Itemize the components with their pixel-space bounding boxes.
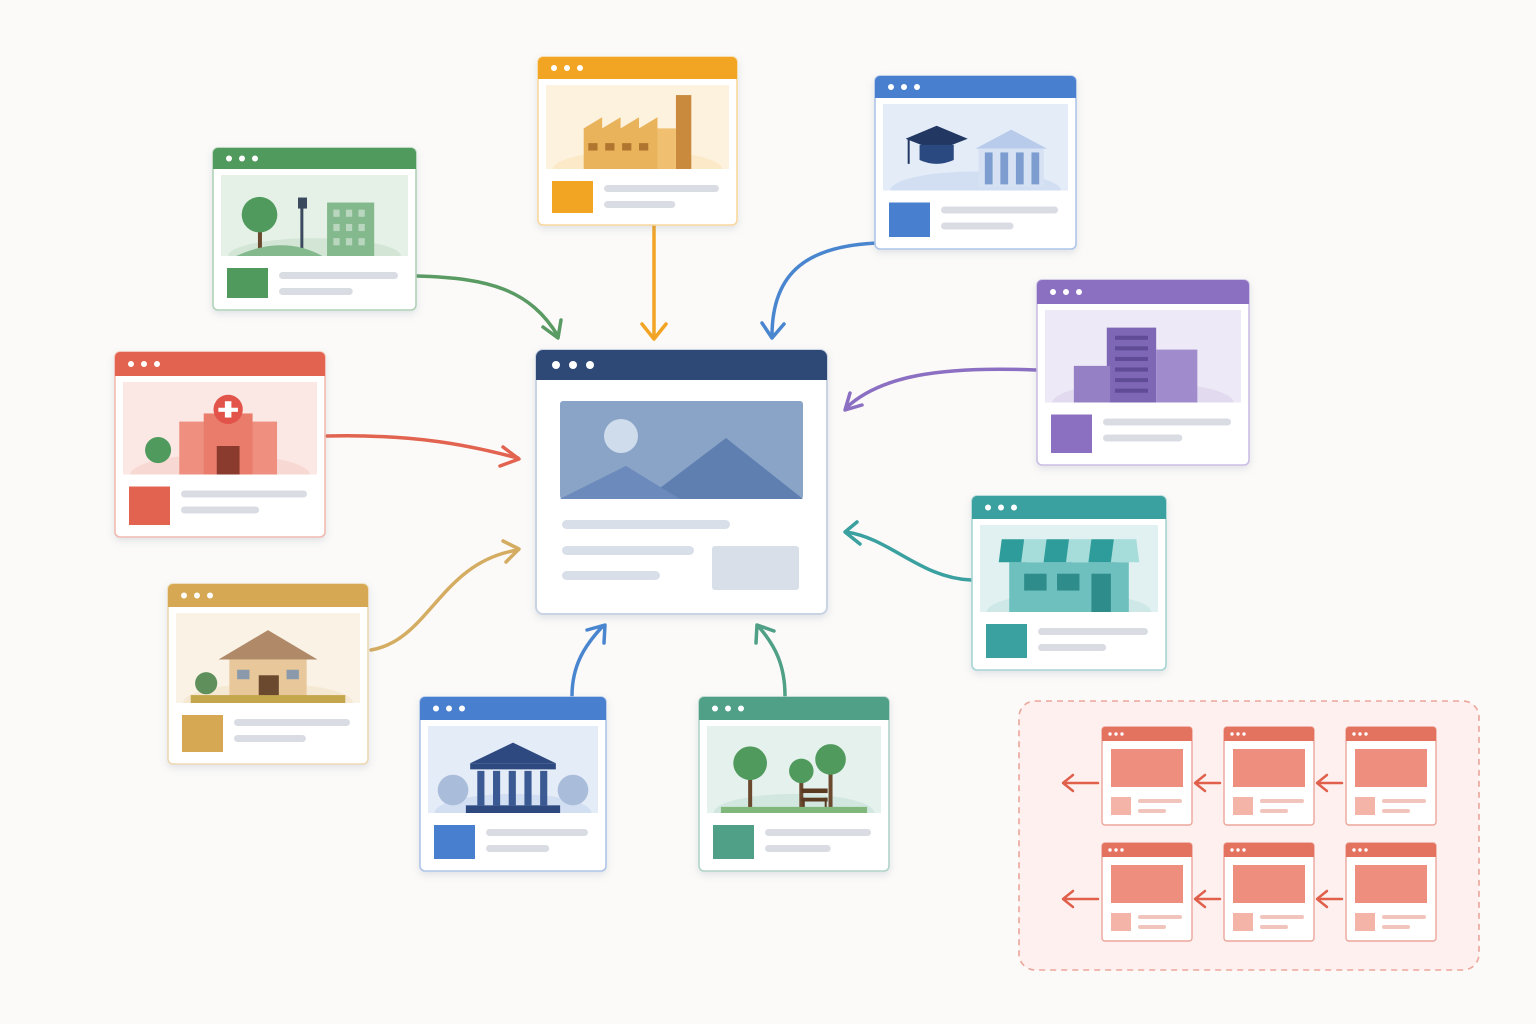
window-dot bbox=[141, 361, 147, 367]
window-dot bbox=[226, 155, 232, 162]
trees-bench-page[interactable] bbox=[698, 696, 890, 872]
arrow-government bbox=[570, 623, 607, 698]
arrows bbox=[325, 224, 1038, 698]
arrow-house bbox=[369, 539, 521, 652]
government-building-icon bbox=[437, 742, 589, 813]
text-line bbox=[765, 845, 831, 852]
window-dot bbox=[433, 705, 439, 712]
arrow-storefront bbox=[843, 520, 973, 582]
chain-card[interactable] bbox=[1101, 726, 1193, 826]
graduation-cap-icon bbox=[905, 125, 1047, 187]
window-dot bbox=[564, 65, 570, 71]
office-building-icon bbox=[1073, 327, 1198, 403]
window-dot bbox=[985, 504, 991, 511]
window-dot bbox=[1050, 289, 1056, 295]
window-dot bbox=[1011, 504, 1017, 511]
text-line bbox=[604, 201, 676, 208]
chain-card[interactable] bbox=[1223, 842, 1315, 942]
text-line bbox=[1103, 434, 1183, 442]
window-dot bbox=[252, 155, 258, 162]
arrow-park bbox=[415, 274, 563, 340]
central-page[interactable] bbox=[535, 349, 828, 615]
factory-page[interactable] bbox=[537, 56, 738, 226]
window-dot bbox=[901, 84, 907, 90]
window-dot bbox=[239, 155, 245, 162]
window-dot bbox=[914, 84, 920, 90]
chain-card[interactable] bbox=[1345, 726, 1437, 826]
education-page[interactable] bbox=[874, 75, 1077, 250]
thumbnail-swatch bbox=[129, 486, 170, 525]
window-dot bbox=[738, 705, 744, 712]
office-buildings-page[interactable] bbox=[1036, 279, 1250, 466]
chain-card[interactable] bbox=[1101, 842, 1193, 942]
thumbnail-swatch bbox=[182, 715, 223, 752]
image-placeholder-icon bbox=[560, 401, 803, 499]
text-line bbox=[604, 185, 719, 192]
factory-icon bbox=[583, 95, 692, 169]
text-line bbox=[941, 206, 1058, 214]
text-line bbox=[1103, 418, 1231, 426]
chain-arrows bbox=[1061, 889, 1344, 909]
arrow-hospital bbox=[325, 434, 521, 468]
hospital-page[interactable] bbox=[114, 351, 326, 538]
thumbnail-swatch bbox=[227, 268, 268, 298]
window-dot bbox=[128, 361, 134, 367]
window-dot bbox=[725, 705, 731, 712]
text-line bbox=[279, 288, 353, 295]
text-line bbox=[181, 506, 260, 514]
text-line bbox=[181, 490, 307, 498]
house-page[interactable] bbox=[167, 583, 369, 765]
text-line bbox=[234, 719, 350, 726]
chain-card[interactable] bbox=[1223, 726, 1315, 826]
window-dot bbox=[1076, 289, 1082, 295]
window-dot bbox=[154, 361, 160, 367]
chain-arrows bbox=[1061, 773, 1344, 793]
text-line bbox=[765, 829, 871, 836]
window-dot bbox=[459, 705, 465, 712]
outbound-chain-group bbox=[1018, 700, 1480, 971]
government-page[interactable] bbox=[419, 696, 607, 872]
arrow-factory bbox=[640, 224, 668, 341]
thumbnail-swatch bbox=[889, 202, 930, 237]
source-pages bbox=[114, 56, 1250, 872]
window-dot bbox=[551, 65, 557, 71]
text-line bbox=[486, 829, 588, 836]
text-line bbox=[941, 222, 1014, 230]
arrow-trees bbox=[754, 623, 787, 698]
window-dot bbox=[712, 705, 718, 712]
window-dot bbox=[577, 65, 583, 71]
window-dot bbox=[998, 504, 1004, 511]
thumbnail-swatch bbox=[1051, 414, 1092, 453]
arrow-office bbox=[843, 367, 1038, 412]
window-dot bbox=[888, 84, 894, 90]
text-line bbox=[234, 735, 306, 742]
house-icon bbox=[190, 630, 346, 703]
trees-bench-icon bbox=[720, 744, 868, 813]
window-dot bbox=[181, 592, 187, 599]
storefront-icon bbox=[998, 539, 1140, 612]
storefront-page[interactable] bbox=[971, 495, 1167, 671]
thumbnail-swatch bbox=[713, 825, 754, 859]
text-line bbox=[486, 845, 550, 852]
window-dot bbox=[1063, 289, 1069, 295]
text-line bbox=[1038, 628, 1148, 635]
window-dot bbox=[207, 592, 213, 599]
park-page[interactable] bbox=[212, 147, 417, 311]
thumbnail-swatch bbox=[552, 181, 593, 213]
arrow-education bbox=[760, 241, 879, 340]
text-line bbox=[279, 272, 398, 279]
text-line bbox=[1038, 644, 1107, 651]
window-dot bbox=[446, 705, 452, 712]
hospital-icon bbox=[145, 394, 278, 475]
chain-card[interactable] bbox=[1345, 842, 1437, 942]
thumbnail-swatch bbox=[434, 825, 475, 859]
thumbnail-swatch bbox=[986, 624, 1027, 658]
park-scene-icon bbox=[235, 196, 375, 256]
window-dot bbox=[194, 592, 200, 599]
